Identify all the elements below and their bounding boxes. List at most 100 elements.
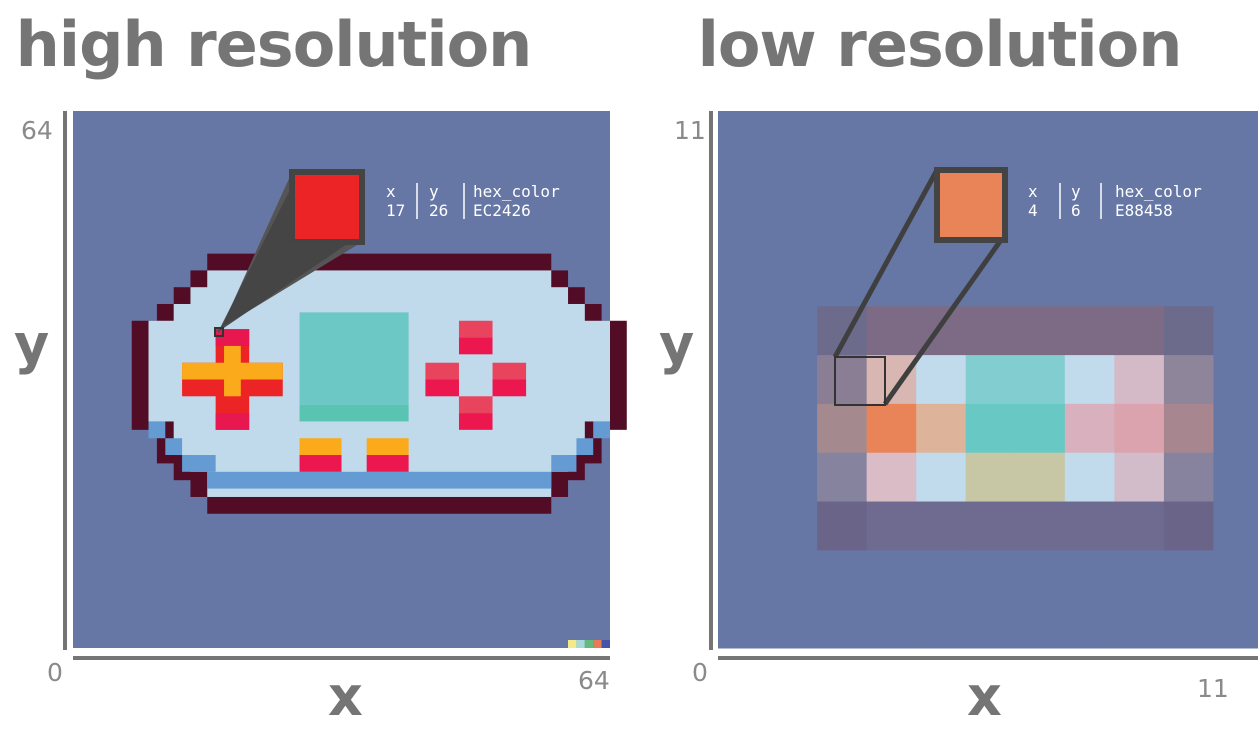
low-res-cell [817, 111, 868, 161]
inspector-col-x: x [386, 182, 396, 201]
gamepad-shadow [148, 421, 166, 439]
low-res-cell [718, 501, 769, 551]
inspector-col-hex: hex_color [1115, 182, 1202, 201]
low-res-cell [1213, 452, 1258, 503]
low-res-cell [767, 159, 818, 210]
palette-strip [568, 640, 610, 648]
low-res-cell [817, 550, 868, 600]
x-min-tick: 0 [47, 658, 63, 687]
low-res-cell [718, 111, 769, 161]
zoomed-pixel-marker [834, 356, 886, 406]
inspector-col-hex: hex_color [473, 182, 560, 201]
low-res-cell [1015, 452, 1066, 503]
low-res-cell [965, 501, 1016, 551]
low-res-cell [1114, 257, 1165, 307]
low-res-cell [866, 550, 917, 600]
low-res-cell [866, 403, 917, 454]
low-res-cell [1114, 208, 1165, 258]
low-res-cell [1213, 306, 1258, 356]
low-res-cell [1015, 208, 1066, 258]
face-button-right [492, 362, 527, 380]
low-res-cell [1213, 403, 1258, 454]
low-res-cell [1015, 599, 1066, 649]
low-res-cell [916, 403, 967, 454]
low-res-cell [1015, 550, 1066, 600]
x-axis-label: x [967, 665, 1002, 728]
inspector-col-x: x [1028, 182, 1038, 201]
low-res-cell [1064, 111, 1115, 161]
low-res-cell [1114, 306, 1165, 356]
low-res-cell [817, 355, 868, 405]
face-button-top [458, 337, 493, 355]
low-res-cell [1064, 599, 1115, 649]
zoomed-pixel-marker [214, 327, 224, 337]
low-res-cell [1015, 306, 1066, 356]
face-button-right [492, 379, 527, 397]
low-res-cell [1114, 501, 1165, 551]
y-max-tick: 11 [674, 116, 706, 145]
low-res-cell [718, 306, 769, 356]
low-res-cell [1163, 599, 1214, 649]
low-res-cell [1163, 452, 1214, 503]
inspector-col-y: y [429, 182, 439, 201]
x-max-tick: 64 [578, 666, 610, 695]
face-button-bottom [458, 413, 493, 430]
low-res-cell [916, 111, 967, 161]
low-res-cell [718, 159, 769, 210]
select-button-bottom [299, 455, 342, 472]
low-res-cell [1163, 355, 1214, 405]
zoom-callout-line [832, 168, 940, 359]
low-res-cell [1015, 501, 1066, 551]
face-button-top [458, 320, 493, 338]
low-res-cell [1213, 111, 1258, 161]
low-res-cell [866, 501, 917, 551]
low-res-cell [1064, 452, 1115, 503]
low-res-cell [965, 306, 1016, 356]
select-button-top [299, 438, 342, 456]
low-res-cell [1064, 306, 1115, 356]
low-res-cell [1114, 599, 1165, 649]
start-button-bottom [366, 455, 409, 472]
palette-swatch [593, 640, 602, 648]
gamepad-shadow [551, 455, 577, 472]
low-res-cell [1213, 208, 1258, 258]
face-button-left [425, 379, 459, 397]
low-res-cell [817, 599, 868, 649]
low-res-cell [1015, 257, 1066, 307]
low-res-cell [965, 111, 1016, 161]
low-res-cell [1015, 111, 1066, 161]
low-res-cell [1064, 355, 1115, 405]
low-res-cell [767, 501, 818, 551]
low-res-cell [1114, 355, 1165, 405]
face-button-bottom [458, 396, 493, 414]
low-res-cell [767, 111, 818, 161]
low-res-cell [1114, 403, 1165, 454]
face-button-left [425, 362, 459, 380]
palette-swatch [601, 640, 610, 648]
y-max-tick: 64 [21, 116, 53, 145]
low-res-cell [866, 306, 917, 356]
gamepad-shadow [165, 438, 183, 456]
low-res-cell [767, 257, 818, 307]
low-res-cell [1213, 599, 1258, 649]
low-res-cell [1163, 111, 1214, 161]
low-res-cell [965, 550, 1016, 600]
low-res-cell [916, 452, 967, 503]
dpad-cross-v [224, 345, 241, 397]
low-res-cell [718, 599, 769, 649]
gamepad-pixel-art [131, 253, 627, 514]
low-res-cell [965, 599, 1016, 649]
low-res-cell [817, 159, 868, 210]
zoomed-pixel-swatch [289, 169, 365, 245]
low-res-cell [718, 550, 769, 600]
start-button-top [366, 438, 409, 456]
low-res-cell [1064, 257, 1115, 307]
low-res-cell [767, 452, 818, 503]
inspector-val-y: 26 [429, 201, 448, 220]
low-res-cell [1163, 501, 1214, 551]
low-res-cell [1213, 159, 1258, 210]
low-res-cell [1015, 403, 1066, 454]
low-res-cell [718, 452, 769, 503]
low-res-cell [718, 208, 769, 258]
low-res-cell [1015, 159, 1066, 210]
